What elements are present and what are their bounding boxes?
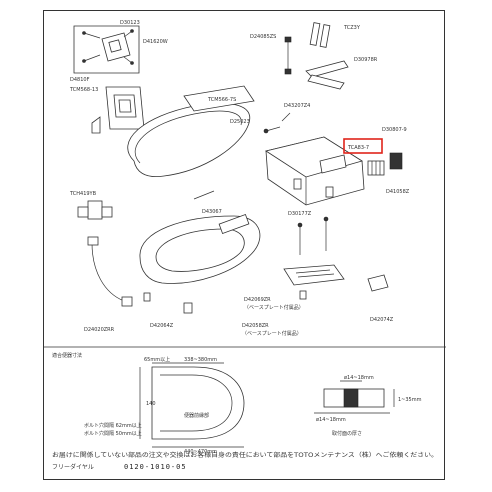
dim-caption: 取付面の厚さ [332,430,362,437]
label-d24085z: D24085ZS [250,34,276,40]
plug-parts [309,22,331,48]
footer-note: お届けに関係していない部品の注文や交換はお客様自身の責任において部品をTOTOメ… [52,451,438,459]
main-body-unit [265,136,365,206]
label-d42058-sub: （ベースプレート付属品） [242,330,302,337]
dim-mid: 便器前縁部 [184,412,209,419]
label-d42064: D42064Z [150,323,174,329]
toilet-seat-part [139,190,261,284]
label-d30978: D30978R [354,57,378,63]
wrench-part [305,60,349,90]
hole-thickness-drawing [314,380,395,414]
mounting-bolts [297,216,329,255]
label-tch419: TCH419YB [69,191,97,197]
dim-width: 338~380mm [184,357,217,363]
cover-clip-part [367,274,389,292]
parts-diagram-sheet: D30123 D41620W D4810F TCM568-13 D24085ZS… [43,10,446,480]
screw-parts [263,112,291,134]
label-tcm568: TCM568-13 [69,87,98,93]
label-d25023: D25023 [230,119,250,125]
remote-control-part [91,86,145,134]
valve-part [77,200,113,220]
label-d43067: D43067 [202,209,222,215]
label-d41620w: D41620W [143,39,168,45]
label-tcaa3: TCA83-7 [347,145,369,151]
label-d30177: D30177Z [288,211,312,217]
label-d41058: D41058Z [386,189,410,195]
supply-hose-part [87,236,133,307]
dim-hole-1: ø14~18mm [344,375,374,381]
water-hose-part [284,36,292,75]
label-tcm566: TCM566-7S [207,97,236,103]
dim-thickness: 1~35mm [398,397,422,403]
dim-left-1: ボルト穴間隔 62mm以上 [84,422,142,429]
label-d42069-sub: （ベースプレート付属品） [244,304,304,311]
label-d4810f: D4810F [70,77,90,83]
dim-length: 440~470mm [184,449,217,455]
label-d30123: D30123 [120,20,140,26]
small-clip-parts [143,292,193,314]
filter-part [367,152,403,176]
toilet-dimension-drawing [139,362,245,448]
dims-title: 適合便器寸法 [52,352,82,359]
label-d43207: D43207Z4 [284,103,310,109]
seat-lid-part [127,85,255,178]
dim-140: 140 [146,401,156,407]
label-tcz3y: TCZ3Y [343,25,361,31]
footer-freedial: フリーダイヤル [52,463,94,471]
mounting-plate-part [73,25,140,74]
dim-65: 65mm以上 [144,356,170,363]
dim-hole-2: ø14~18mm [316,417,346,423]
label-d42069: D42069ZR [244,297,271,303]
dim-left-2: ボルト穴間隔 50mm以上 [84,430,142,437]
label-d24020: D24020ZRR [84,327,115,333]
highlighted-part-box [343,138,383,154]
exploded-view-diagram: D30123 D41620W D4810F TCM568-13 D24085ZS… [44,20,446,471]
label-d42058: D42058ZR [242,323,269,329]
base-plate-part [283,264,345,300]
label-d42074: D42074Z [370,317,394,323]
footer-phone: 0120-1010-05 [124,463,187,471]
label-d30807: D30807-9 [382,127,407,133]
